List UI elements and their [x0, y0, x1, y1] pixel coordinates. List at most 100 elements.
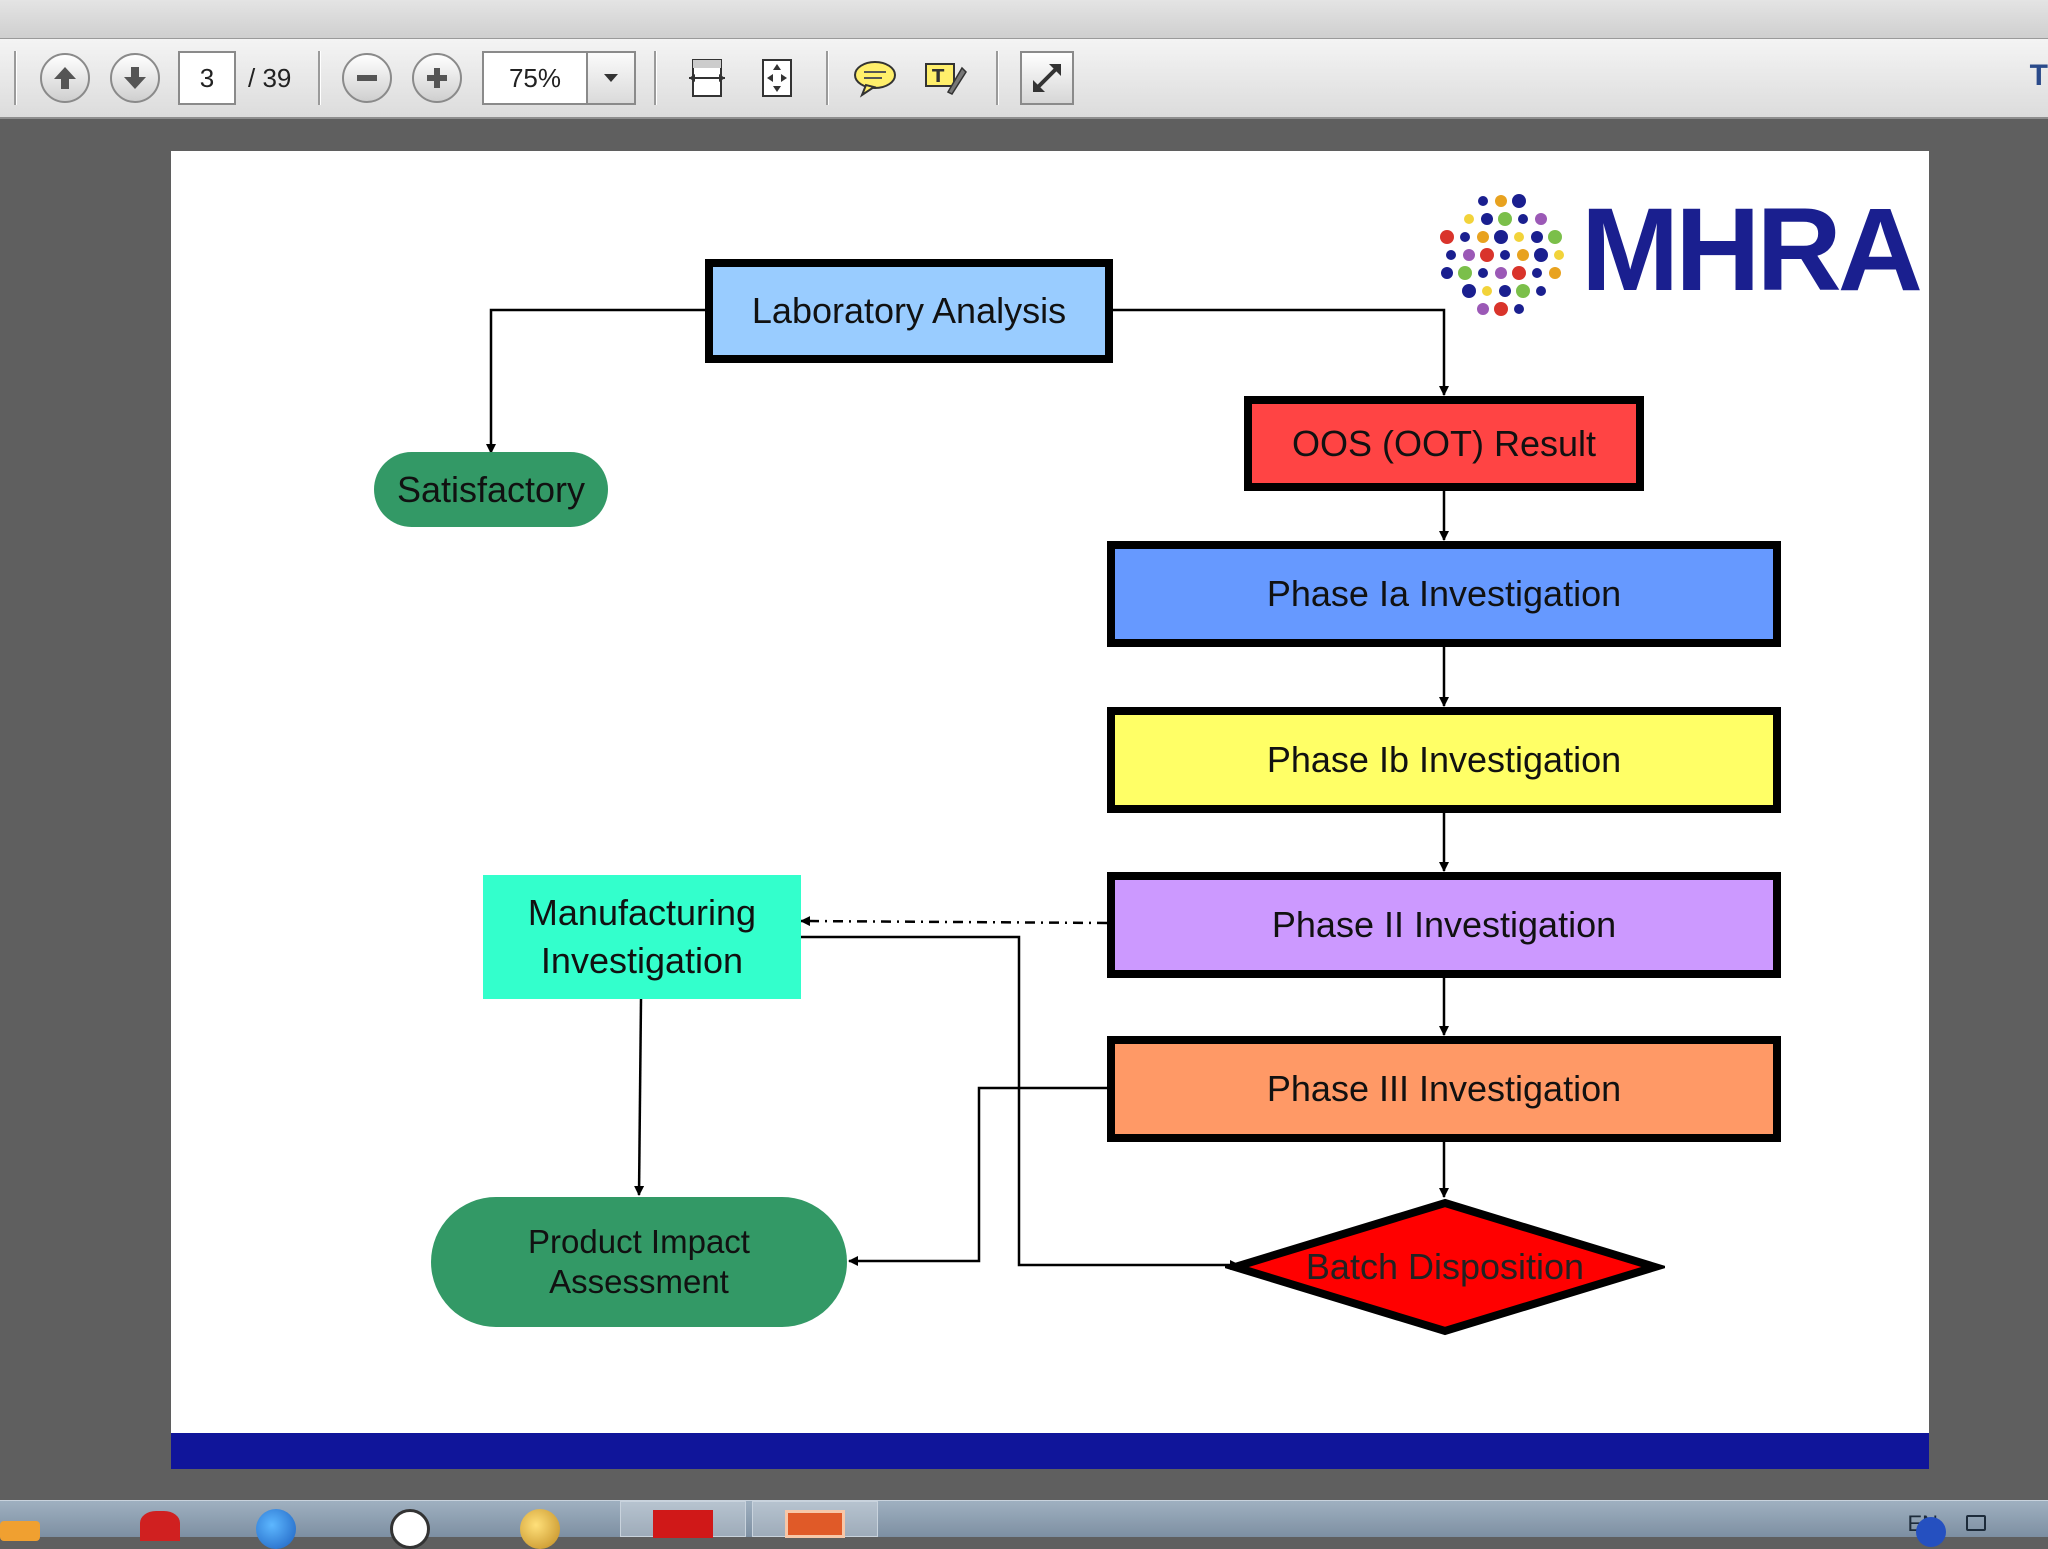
logo-dot: [1494, 230, 1508, 244]
zoom-out-button[interactable]: [342, 53, 392, 103]
window-title-strip: [0, 0, 2048, 39]
tray-window-icon[interactable]: [1966, 1515, 1986, 1531]
logo-dot: [1536, 286, 1546, 296]
logo-dot: [1477, 303, 1489, 315]
fit-page-icon: [762, 59, 792, 97]
taskbar-powerpoint-button[interactable]: [752, 1501, 878, 1538]
zoom-dropdown-icon: [604, 74, 618, 82]
fit-width-icon: [689, 59, 725, 97]
logo-dot: [1462, 284, 1476, 298]
logo-dot: [1532, 268, 1542, 278]
logo-dot: [1517, 249, 1529, 261]
fullscreen-button[interactable]: [1020, 51, 1074, 105]
taskbar-acrobat-button[interactable]: [620, 1501, 746, 1538]
acrobat-icon: [653, 1510, 713, 1538]
powerpoint-icon: [785, 1510, 845, 1538]
prev-page-button[interactable]: [40, 53, 90, 103]
batch-disposition-diamond: [1225, 1198, 1665, 1336]
paint-icon[interactable]: [520, 1509, 560, 1549]
logo-dot: [1512, 194, 1526, 208]
pdf-page: Laboratory Analysis Satisfactory OOS (OO…: [171, 151, 1929, 1469]
pdf-toolbar: 3 / 39 75% T: [0, 39, 2048, 119]
logo-dot: [1478, 268, 1488, 278]
laboratory-analysis-label: Laboratory Analysis: [751, 290, 1067, 331]
zoom-in-button[interactable]: [412, 53, 462, 103]
batch-disposition-label: Batch Disposition: [1305, 1246, 1585, 1287]
manufacturing-label-line1: Manufacturing: [527, 892, 757, 933]
logo-dot: [1495, 267, 1507, 279]
logo-dot: [1477, 231, 1489, 243]
oos-result-node: OOS (OOT) Result: [1244, 396, 1644, 491]
logo-dot: [1535, 213, 1547, 225]
logo-dot: [1499, 285, 1511, 297]
manufacturing-investigation-node: Manufacturing Investigation: [483, 875, 801, 999]
zoom-out-icon: [357, 75, 377, 81]
fit-page-button[interactable]: [750, 51, 804, 105]
help-tray-icon[interactable]: [1916, 1517, 1946, 1547]
logo-dot: [1518, 214, 1528, 224]
toolbar-separator: [826, 51, 829, 105]
logo-dot: [1482, 286, 1492, 296]
product-impact-label-line1: Product Impact: [528, 1223, 750, 1260]
logo-dot: [1514, 304, 1524, 314]
phase-iii-node: Phase III Investigation: [1107, 1036, 1781, 1142]
logo-dot: [1441, 267, 1453, 279]
highlight-button[interactable]: T: [918, 51, 972, 105]
manufacturing-label-line2: Investigation: [540, 940, 744, 981]
logo-dot: [1554, 250, 1564, 260]
logo-dot: [1516, 284, 1530, 298]
phase-ia-label: Phase Ia Investigation: [1266, 573, 1622, 614]
comment-button[interactable]: [848, 51, 902, 105]
product-impact-label-line2: Assessment: [549, 1263, 729, 1300]
satisfactory-label: Satisfactory: [396, 468, 586, 510]
mhra-logo-dots: [1440, 194, 1564, 316]
zoom-dropdown-button[interactable]: [586, 51, 636, 105]
logo-dot: [1478, 196, 1488, 206]
logo-dot: [1514, 232, 1524, 242]
zoom-in-icon: [427, 68, 447, 88]
fullscreen-icon: [1033, 64, 1061, 92]
logo-dot: [1512, 266, 1526, 280]
fit-width-button[interactable]: [680, 51, 734, 105]
toolbar-separator: [318, 51, 321, 105]
next-page-button[interactable]: [110, 53, 160, 103]
page-number-input[interactable]: 3: [178, 51, 236, 105]
firefox-icon[interactable]: [256, 1509, 296, 1549]
logo-dot: [1480, 248, 1494, 262]
logo-dot: [1464, 214, 1474, 224]
toolbar-separator: [654, 51, 657, 105]
zoom-level-field[interactable]: 75%: [482, 51, 588, 105]
logo-dot: [1463, 249, 1475, 261]
logo-dot: [1500, 250, 1510, 260]
next-page-icon: [124, 67, 146, 89]
logo-dot: [1498, 212, 1512, 226]
phase-ib-label: Phase Ib Investigation: [1266, 739, 1622, 780]
mhra-logo-text: MHRA: [1581, 184, 1923, 316]
phase-ib-node: Phase Ib Investigation: [1107, 707, 1781, 813]
windows-taskbar: EN: [0, 1500, 2048, 1549]
logo-dot: [1549, 267, 1561, 279]
laboratory-analysis-node: Laboratory Analysis: [705, 259, 1113, 363]
logo-dot: [1458, 266, 1472, 280]
clock-app-icon[interactable]: [390, 1509, 430, 1549]
highlight-icon: T: [925, 63, 967, 95]
flowchart-connectors: [486, 308, 1449, 1270]
phase-ia-node: Phase Ia Investigation: [1107, 541, 1781, 647]
prev-page-icon: [54, 67, 76, 89]
page-total-label: / 39: [248, 63, 292, 93]
product-impact-assessment-node: Product Impact Assessment: [431, 1197, 847, 1327]
phase-ii-label: Phase II Investigation: [1271, 904, 1617, 945]
pinned-app-icon[interactable]: [140, 1511, 180, 1541]
explorer-icon[interactable]: [0, 1521, 40, 1541]
logo-dot: [1481, 213, 1493, 225]
slide-footer-band: [171, 1433, 1929, 1469]
logo-dot: [1460, 232, 1470, 242]
logo-dot: [1495, 195, 1507, 207]
comment-icon: [854, 61, 896, 98]
toolbar-separator: [996, 51, 999, 105]
logo-dot: [1494, 302, 1508, 316]
svg-text:T: T: [932, 66, 945, 87]
logo-dot: [1446, 250, 1456, 260]
toolbar-overflow-glyph: T: [2029, 59, 2048, 92]
batch-disposition-shape: [1225, 1198, 1665, 1336]
